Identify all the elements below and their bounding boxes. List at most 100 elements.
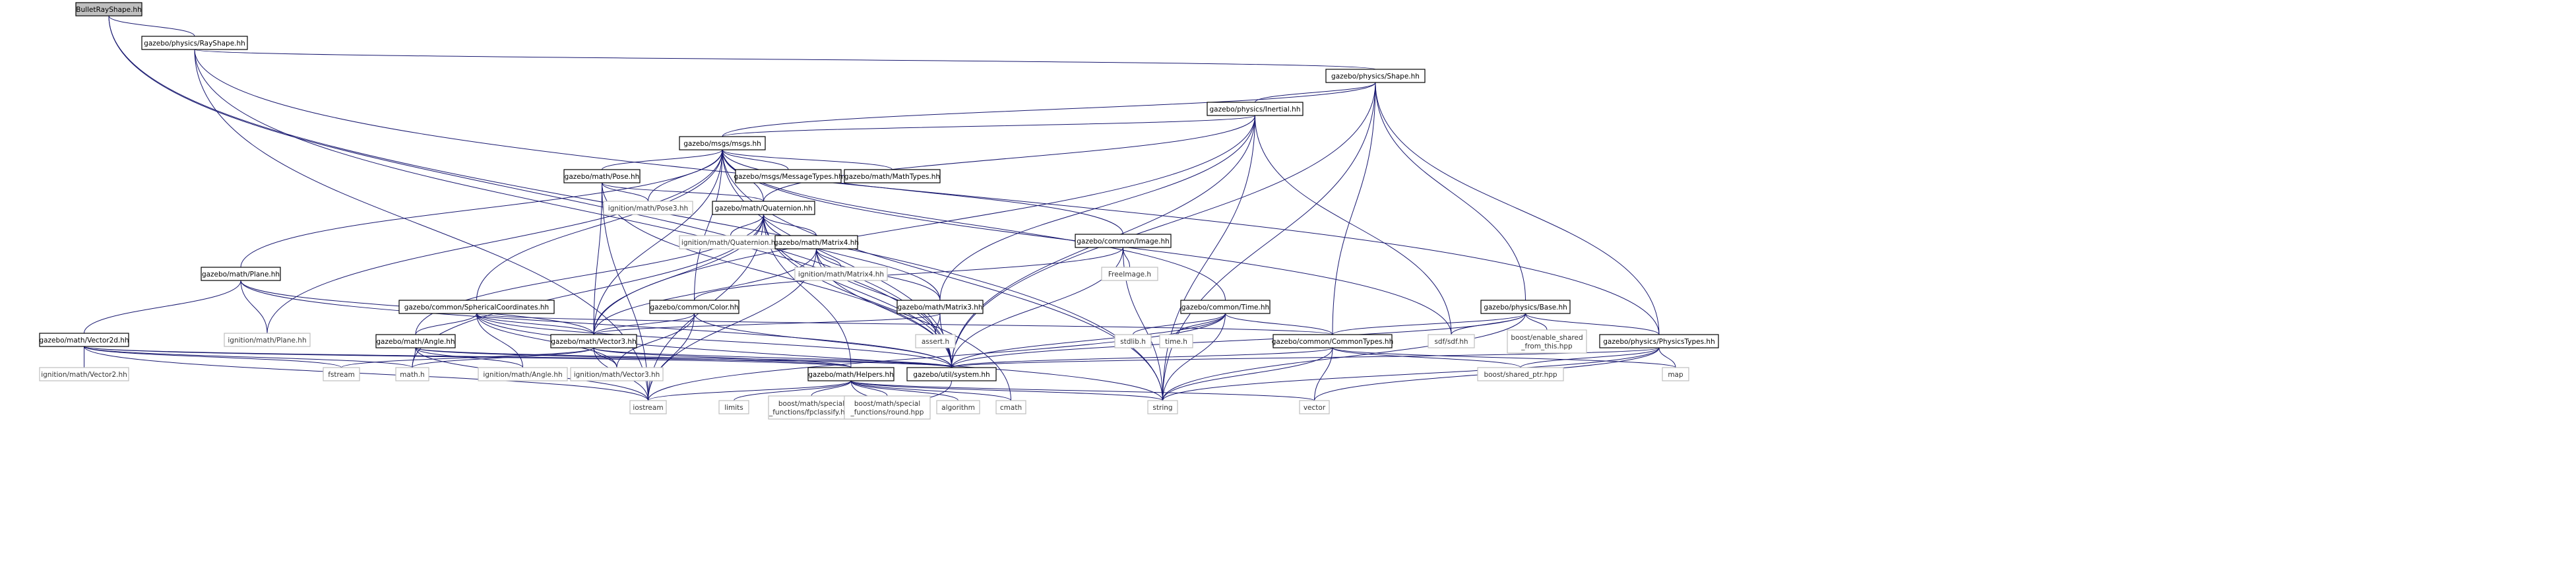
node-iostream: iostream bbox=[629, 400, 667, 414]
node-freeimage: FreeImage.h bbox=[1101, 267, 1158, 281]
node-time-box bbox=[1180, 300, 1271, 314]
edge-inertial-to-msgs bbox=[722, 115, 1255, 137]
node-vec2d-box bbox=[39, 333, 129, 347]
node-fpclassify-box bbox=[768, 395, 855, 420]
edge-commontypes-to-system bbox=[951, 347, 1333, 368]
node-sdf: sdf/sdf.hh bbox=[1428, 334, 1475, 348]
edge-quat-to-mat3 bbox=[763, 214, 941, 301]
edge-msgs-to-ignplane bbox=[267, 149, 723, 334]
node-quat[interactable]: gazebo/math/Quaternion.hh bbox=[712, 201, 815, 215]
edge-msgs-to-plane bbox=[240, 149, 723, 268]
node-cmath: cmath bbox=[995, 400, 1026, 414]
node-mathtypes-box bbox=[844, 169, 941, 183]
node-assert-box bbox=[915, 334, 956, 348]
node-ignvec3-label: ignition/math/Vector3.hh bbox=[574, 371, 660, 379]
edge-vec3-to-helpers bbox=[593, 347, 852, 368]
edge-rayshape-to-iostream bbox=[194, 49, 648, 401]
node-msgtypes-label: gazebo/msgs/MessageTypes.hh bbox=[734, 173, 842, 181]
node-helpers[interactable]: gazebo/math/Helpers.hh bbox=[807, 367, 895, 381]
edge-quat-to-ignquat bbox=[730, 214, 764, 236]
node-color[interactable]: gazebo/common/Color.hh bbox=[649, 300, 739, 314]
edge-sphcoord-to-angle bbox=[415, 313, 477, 335]
edge-base-to-system bbox=[951, 313, 1526, 368]
edge-shape-to-commontypes bbox=[1332, 82, 1376, 335]
node-ignquat: ignition/math/Quaternion.hh bbox=[679, 235, 782, 249]
node-round: boost/math/special_functions/round.hpp bbox=[844, 395, 931, 420]
node-timeh: time.h bbox=[1159, 334, 1193, 348]
node-ignvec3: ignition/math/Vector3.hh bbox=[570, 367, 664, 381]
node-mathtypes[interactable]: gazebo/math/MathTypes.hh bbox=[844, 169, 941, 183]
edge-plane-to-ignplane bbox=[240, 280, 268, 334]
edge-angle-to-helpers bbox=[415, 347, 852, 368]
edge-root-to-system bbox=[108, 15, 952, 368]
edge-physicstypes-to-string bbox=[1162, 347, 1660, 401]
node-commontypes[interactable]: gazebo/common/CommonTypes.hh bbox=[1272, 334, 1394, 348]
node-algorithm: algorithm bbox=[936, 400, 980, 414]
edge-time-to-iostream bbox=[648, 313, 1226, 401]
edge-commontypes-to-boostshared bbox=[1332, 347, 1521, 368]
node-inertial[interactable]: gazebo/physics/Inertial.hh bbox=[1207, 102, 1304, 116]
node-mat3-label: gazebo/math/Matrix3.hh bbox=[897, 304, 982, 311]
node-ignvec2: ignition/math/Vector2.hh bbox=[39, 367, 129, 381]
edge-vec3-to-system bbox=[593, 347, 952, 368]
node-angle-box bbox=[375, 334, 456, 348]
node-vec2d[interactable]: gazebo/math/Vector2d.hh bbox=[39, 333, 129, 347]
edge-sphcoord-to-string bbox=[476, 313, 1163, 401]
node-root[interactable]: BulletRayShape.hh bbox=[75, 2, 142, 16]
node-sphcoord[interactable]: gazebo/common/SphericalCoordinates.hh bbox=[398, 300, 555, 314]
node-physicstypes[interactable]: gazebo/physics/PhysicsTypes.hh bbox=[1599, 334, 1719, 348]
edge-vec3-to-fstream bbox=[341, 347, 594, 368]
node-string-box bbox=[1147, 400, 1178, 414]
node-iostream-box bbox=[629, 400, 667, 414]
node-vector: vector bbox=[1299, 400, 1330, 414]
edge-pose-to-iostream bbox=[602, 182, 648, 401]
node-round-box bbox=[844, 395, 931, 420]
node-mat3[interactable]: gazebo/math/Matrix3.hh bbox=[896, 300, 984, 314]
node-plane[interactable]: gazebo/math/Plane.hh bbox=[201, 267, 281, 281]
edge-helpers-to-iostream bbox=[648, 380, 852, 401]
node-time[interactable]: gazebo/common/Time.hh bbox=[1180, 300, 1271, 314]
node-mat4-box bbox=[774, 235, 858, 249]
node-shape[interactable]: gazebo/physics/Shape.hh bbox=[1325, 69, 1426, 83]
edge-color-to-ignvec3 bbox=[616, 313, 695, 368]
node-fstream-box bbox=[323, 367, 360, 381]
node-msgs[interactable]: gazebo/msgs/msgs.hh bbox=[679, 136, 766, 150]
node-ignangle: ignition/math/Angle.hh bbox=[478, 367, 568, 381]
node-angle[interactable]: gazebo/math/Angle.hh bbox=[375, 334, 456, 348]
node-mat4[interactable]: gazebo/math/Matrix4.hh bbox=[774, 235, 859, 249]
node-rayshape[interactable]: gazebo/physics/RayShape.hh bbox=[141, 36, 248, 50]
node-sdf-box bbox=[1428, 334, 1475, 348]
edge-time-to-string bbox=[1162, 313, 1226, 401]
node-vec3[interactable]: gazebo/math/Vector3.hh bbox=[550, 334, 637, 348]
node-round-label: boost/math/special_functions/round.hpp bbox=[850, 400, 924, 416]
edge-mat4-to-vec3 bbox=[593, 248, 817, 335]
node-mat4-label: gazebo/math/Matrix4.hh bbox=[774, 239, 859, 247]
node-pose[interactable]: gazebo/math/Pose.hh bbox=[563, 169, 641, 183]
node-map: map bbox=[1662, 367, 1689, 381]
edge-physicstypes-to-boostshared bbox=[1520, 347, 1660, 368]
node-plane-label: gazebo/math/Plane.hh bbox=[202, 271, 280, 278]
edge-pose-to-vec3 bbox=[593, 182, 602, 335]
node-helpers-label: gazebo/math/Helpers.hh bbox=[808, 371, 894, 379]
edge-inertial-to-sdf bbox=[1255, 115, 1452, 335]
edge-msgs-to-system bbox=[722, 149, 952, 368]
node-image[interactable]: gazebo/common/Image.hh bbox=[1075, 234, 1172, 248]
node-sdf-label: sdf/sdf.hh bbox=[1434, 338, 1468, 346]
node-system[interactable]: gazebo/util/system.hh bbox=[906, 367, 997, 381]
edge-vec3-to-mathh bbox=[412, 347, 594, 368]
node-boostenable-box bbox=[1507, 329, 1587, 354]
node-ignangle-box bbox=[478, 367, 568, 381]
node-stdlib-label: stdlib.h bbox=[1120, 338, 1146, 346]
edge-color-to-vec3 bbox=[593, 313, 695, 335]
edge-sphcoord-to-commontypes bbox=[476, 313, 1333, 335]
edge-msgs-to-color bbox=[694, 149, 723, 301]
edge-commontypes-to-vector bbox=[1314, 347, 1333, 401]
node-base[interactable]: gazebo/physics/Base.hh bbox=[1480, 300, 1571, 314]
node-ignmat4-label: ignition/math/Matrix4.hh bbox=[798, 271, 884, 278]
edge-pose-to-system bbox=[602, 182, 952, 368]
edge-rayshape-to-shape bbox=[194, 49, 1376, 70]
node-rayshape-label: gazebo/physics/RayShape.hh bbox=[144, 40, 245, 48]
node-msgtypes[interactable]: gazebo/msgs/MessageTypes.hh bbox=[734, 169, 843, 183]
node-ignpose3-box bbox=[603, 201, 693, 215]
node-cmath-label: cmath bbox=[1000, 404, 1022, 412]
